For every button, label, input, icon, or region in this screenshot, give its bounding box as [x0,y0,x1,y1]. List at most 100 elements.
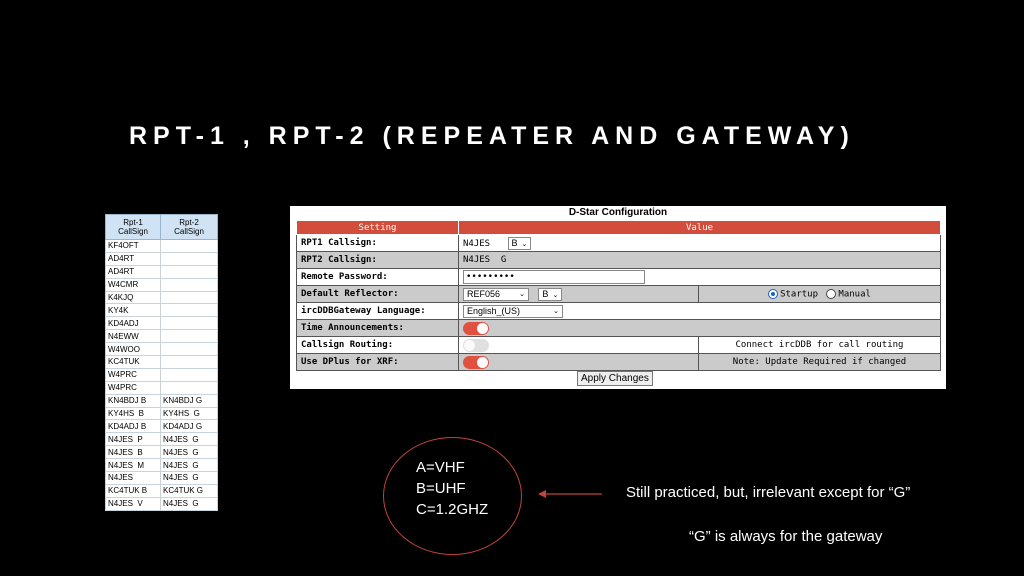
note-gateway: “G” is always for the gateway [689,528,883,545]
callsign-routing-note: Connect ircDDB for call routing [698,336,941,354]
dstar-title: D-Star Configuration [568,207,668,218]
table-row: K4KJQ [105,290,218,305]
language-select[interactable]: English_(US)⌄ [463,304,563,318]
band-list: A=VHF B=UHF C=1.2GHZ [416,457,488,520]
table-row: KY4K [105,303,218,318]
rpt1-callsign-cell: N4EWW [105,329,161,344]
toggle-knob [464,339,475,351]
startup-radio[interactable] [768,288,779,299]
rpt2-callsign-cell [160,264,218,279]
value-column-header: Value [458,220,941,235]
callsign-routing-label: Callsign Routing: [296,336,459,354]
reflector-value: REF056 [467,288,501,299]
rpt1-callsign-cell: N4JES [105,471,161,485]
toggle-knob [477,356,488,368]
chevron-down-icon: ⌄ [552,291,559,299]
rpt2-callsign-cell: KC4TUK G [160,483,218,498]
band-circle [383,437,522,555]
rpt2-callsign-cell [160,251,218,266]
table-row: KC4TUK [105,355,218,369]
rpt1-callsign-cell: AD4RT [105,251,161,266]
rpt2-callsign-cell [160,290,218,305]
row-default-reflector: Default Reflector: REF056⌄ B⌄ Startup Ma… [296,285,941,303]
row-dplus-xrf: Use DPlus for XRF: Note: Update Required… [296,353,941,371]
note-practiced: Still practiced, but, irrelevant except … [626,484,911,501]
rpt1-value: N4JES [463,238,491,249]
startup-label: Startup [780,289,818,300]
reflector-module-value: B [542,288,549,299]
rpt1-callsign-cell: N4JES M [105,458,161,473]
time-announcements-toggle[interactable] [463,321,489,335]
setting-column-header: Setting [296,220,459,235]
rpt1-callsign-cell: W4PRC [105,367,161,382]
rpt1-callsign-cell: N4JES V [105,496,161,512]
chevron-down-icon: ⌄ [521,240,528,248]
dplus-xrf-toggle[interactable] [463,355,489,369]
default-reflector-label: Default Reflector: [296,285,459,303]
table-row: KF4OFT [105,239,218,253]
rpt1-callsign-cell: W4WOO [105,342,161,357]
callsign-routing-toggle[interactable] [463,338,489,352]
rpt2-callsign-cell: N4JES G [160,458,218,473]
reflector-select[interactable]: REF056 ⌄ [463,287,529,301]
dstar-config-panel: D-Star Configuration Setting Value RPT1 … [290,206,946,389]
rpt2-callsign-cell [160,239,218,253]
apply-changes-button[interactable]: Apply Changes [577,371,653,386]
band-b: B=UHF [416,480,466,497]
time-announcements-label: Time Announcements: [296,319,459,337]
rpt2-callsign-cell: KY4HS G [160,406,218,421]
table-row: W4WOO [105,342,218,357]
table-row: W4PRC [105,367,218,382]
rpt1-callsign-cell: KD4ADJ B [105,419,161,434]
reflector-module-select[interactable]: B⌄ [538,287,563,301]
table-row: AD4RT [105,251,218,266]
row-language: ircDDBGateway Language: English_(US)⌄ [296,302,941,320]
rpt2-callsign-cell [160,355,218,369]
rpt1-label: RPT1 Callsign: [296,234,459,252]
rpt2-callsign-cell [160,329,218,344]
rpt1-callsign-cell: KY4K [105,303,161,318]
table-row: AD4RT [105,264,218,279]
rpt2-callsign-cell [160,303,218,318]
row-rpt1: RPT1 Callsign: N4JES B⌄ [296,234,941,252]
rpt2-callsign-cell: KN4BDJ G [160,393,218,408]
chevron-down-icon: ⌄ [553,307,559,315]
rpt2-callsign-cell: KD4ADJ G [160,419,218,434]
rpt1-module-value: B [511,237,518,248]
table-row: W4CMR [105,277,218,292]
table-row: W4PRC [105,380,218,395]
rpt2-callsign-cell [160,380,218,395]
rpt1-callsign-cell: KC4TUK [105,355,161,369]
header-rpt1: Rpt-1 CallSign [105,214,161,240]
chevron-down-icon: ⌄ [519,290,525,298]
row-rpt2: RPT2 Callsign: N4JES G [296,251,941,269]
manual-label: Manual [838,289,871,300]
rpt1-callsign-cell: KN4BDJ B [105,393,161,408]
band-a: A=VHF [416,459,465,476]
row-remote-password: Remote Password: ••••••••• [296,268,941,286]
language-label: ircDDBGateway Language: [296,302,459,320]
table-row: KD4ADJ [105,316,218,331]
rpt1-callsign-cell: W4CMR [105,277,161,292]
rpt1-callsign-cell: KF4OFT [105,239,161,253]
rpt2-callsign-cell [160,367,218,382]
rpt2-callsign-cell [160,342,218,357]
callsign-table-header: Rpt-1 CallSign Rpt-2 CallSign [105,214,218,240]
header-rpt2: Rpt-2 CallSign [160,214,218,240]
rpt2-callsign-cell: N4JES G [160,445,218,460]
remote-password-field[interactable]: ••••••••• [463,270,645,284]
row-time-announcements: Time Announcements: [296,319,941,337]
rpt2-callsign-cell: N4JES G [160,432,218,447]
band-c: C=1.2GHZ [416,501,489,518]
rpt1-callsign-cell: KD4ADJ [105,316,161,331]
rpt1-module-select[interactable]: B⌄ [507,236,532,250]
manual-radio[interactable] [826,288,837,299]
